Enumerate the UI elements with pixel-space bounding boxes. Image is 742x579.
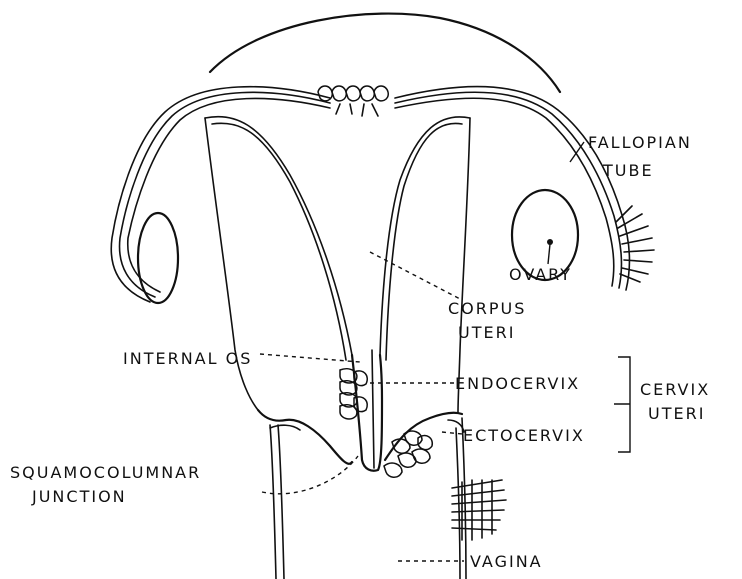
uterine-outer-right-wall (458, 118, 470, 412)
label-internal-os: INTERNAL OS (123, 349, 252, 368)
label-cervix-uteri-line1: CERVIX (640, 380, 710, 399)
label-squamocolumnar-line1: SQUAMOCOLUMNAR (10, 463, 201, 482)
label-fallopian-tube-line2: TUBE (602, 161, 654, 180)
fundus-glandular-cells (318, 86, 388, 116)
uterine-cavity-right-wall (380, 117, 470, 355)
fallopian-leader (570, 142, 584, 162)
uterine-cavity-left-wall (205, 117, 352, 355)
label-corpus-uteri-line1: CORPUS (448, 299, 526, 318)
uterus-fundus-outline (210, 14, 560, 92)
left-ovary (138, 213, 178, 303)
label-fallopian-tube-line1: FALLOPIAN (588, 133, 692, 152)
label-corpus-uteri-line2: UTERI (458, 323, 515, 342)
label-ectocervix: ECTOCERVIX (463, 426, 585, 445)
endocervix-cells (340, 369, 367, 419)
left-fallopian-tube (111, 87, 330, 302)
vaginal-left-wall (270, 425, 276, 579)
label-endocervix: ENDOCERVIX (455, 374, 580, 393)
label-squamocolumnar-line2: JUNCTION (31, 487, 127, 506)
ectocervix-leader (442, 432, 462, 434)
transformation-zone-cells (384, 431, 432, 477)
right-fallopian-tube (395, 87, 654, 290)
uterine-cavity-right-wall-inner (386, 123, 462, 360)
cervix-bracket (614, 357, 630, 452)
label-ovary: OVARY (509, 265, 572, 284)
label-cervix-uteri-line2: UTERI (648, 404, 705, 423)
ovary-leader (548, 244, 550, 264)
label-vagina: VAGINA (470, 552, 543, 571)
